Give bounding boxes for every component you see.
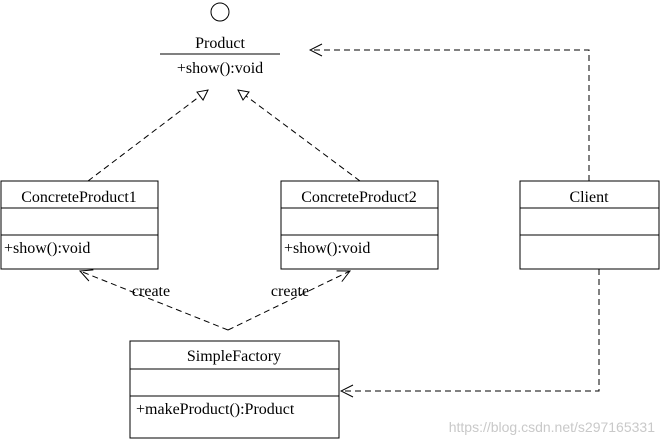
create-label: create — [271, 283, 309, 300]
realization-arrow-concrete-product-2 — [238, 90, 361, 182]
class-name: ConcreteProduct1 — [21, 189, 137, 206]
product-interface-name: Product — [195, 35, 245, 52]
class-operation: +show():void — [284, 240, 370, 257]
realization-arrow-concrete-product-1 — [87, 90, 208, 182]
product-interface: Product +show():void — [160, 2, 280, 77]
class-box — [0, 180, 159, 270]
product-interface-operation: +show():void — [177, 60, 263, 77]
concrete-product-1-class: ConcreteProduct1 +show():void — [0, 180, 159, 270]
class-operation: +show():void — [4, 240, 90, 257]
class-name: SimpleFactory — [187, 348, 281, 365]
simple-factory-class: SimpleFactory +makeProduct():Product — [129, 340, 340, 439]
class-name: Client — [569, 189, 609, 206]
client-product-dependency-arrow — [310, 50, 590, 181]
class-box — [129, 340, 340, 439]
create-arrow-concrete-product-2 — [227, 271, 350, 331]
class-operation: +makeProduct():Product — [136, 401, 295, 418]
interface-lollipop-icon — [210, 2, 230, 22]
watermark-text: https://blog.csdn.net/s297165331 — [449, 419, 655, 435]
class-name: ConcreteProduct2 — [301, 189, 417, 206]
client-factory-dependency-arrow — [341, 269, 600, 391]
create-label: create — [132, 283, 170, 300]
client-class: Client — [519, 180, 660, 270]
create-arrow-concrete-product-1 — [80, 271, 229, 331]
concrete-product-2-class: ConcreteProduct2 +show():void — [280, 180, 439, 270]
